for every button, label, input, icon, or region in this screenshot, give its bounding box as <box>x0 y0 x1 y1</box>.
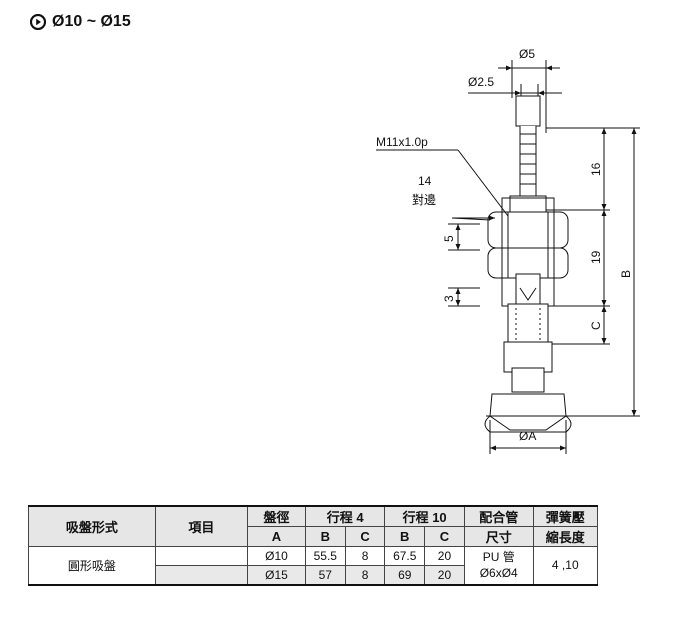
item-cell <box>154 565 248 586</box>
header-stroke4: 行程 4 <box>304 505 386 527</box>
header-stroke10: 行程 10 <box>384 505 465 527</box>
cell-c10: 20 <box>424 565 465 586</box>
cell-c10: 20 <box>424 546 465 566</box>
cell-a: Ø10 <box>246 546 306 566</box>
cell-b10: 69 <box>384 565 426 586</box>
spring-cell: 4 ,10 <box>532 546 599 585</box>
play-circle-icon <box>30 14 46 30</box>
dim-d25: Ø2.5 <box>468 75 494 89</box>
item-cell <box>154 546 248 566</box>
cell-c4: 8 <box>344 546 386 566</box>
dim-d5: Ø5 <box>519 47 535 61</box>
section-title-text: Ø10 ~ Ø15 <box>52 13 131 30</box>
cell-b10: 67.5 <box>384 546 426 566</box>
header-type: 吸盤形式 <box>28 505 156 547</box>
table-row: 圓形吸盤 Ø10 55.5 8 67.5 20 PU 管 Ø6xØ4 4 ,10 <box>28 546 599 585</box>
spec-table: 吸盤形式 項目 盤徑 行程 4 行程 10 配合管 彈簧壓 A B C B C … <box>28 505 599 586</box>
header-item: 項目 <box>154 505 248 547</box>
table-row: Ø15 57 8 69 20 <box>28 565 598 586</box>
cell-b4: 55.5 <box>304 546 346 566</box>
cell-c4: 8 <box>344 565 386 586</box>
subheader-c1: C <box>344 526 386 547</box>
fitting-cell: PU 管 Ø6xØ4 <box>463 546 534 585</box>
header-diameter: 盤徑 <box>246 505 306 527</box>
subheader-b2: B <box>384 526 426 547</box>
dim-h3: 3 <box>442 295 456 302</box>
subheader-spring2: 縮長度 <box>532 526 599 547</box>
section-title: Ø10 ~ Ø15 <box>30 11 131 33</box>
dim-vC: C <box>589 321 603 330</box>
dim-thread: M11x1.0p <box>376 135 428 149</box>
type-cell: 圓形吸盤 <box>28 546 156 585</box>
dim-flats-label: 對邊 <box>412 193 436 207</box>
dim-flats-size: 14 <box>418 174 432 188</box>
fitting-line1: PU 管 <box>482 550 515 565</box>
dim-h5: 5 <box>442 235 456 242</box>
subheader-fitting2: 尺寸 <box>463 526 534 547</box>
subheader-b1: B <box>304 526 346 547</box>
dim-v19: 19 <box>589 250 603 264</box>
cell-a: Ø15 <box>246 565 306 586</box>
header-fitting: 配合管 <box>463 505 534 527</box>
header-spring: 彈簧壓 <box>532 505 599 527</box>
dim-vB: B <box>619 270 633 278</box>
dim-dA: ØA <box>519 429 536 443</box>
fitting-line2: Ø6xØ4 <box>479 566 518 581</box>
dim-v16: 16 <box>589 162 603 176</box>
vacuum-pad-drawing: Ø5 Ø2.5 M11x1.0p 14 對邊 5 3 16 19 C B ØA <box>376 47 640 454</box>
cell-b4: 57 <box>304 565 346 586</box>
subheader-a: A <box>246 526 306 547</box>
subheader-c2: C <box>424 526 465 547</box>
